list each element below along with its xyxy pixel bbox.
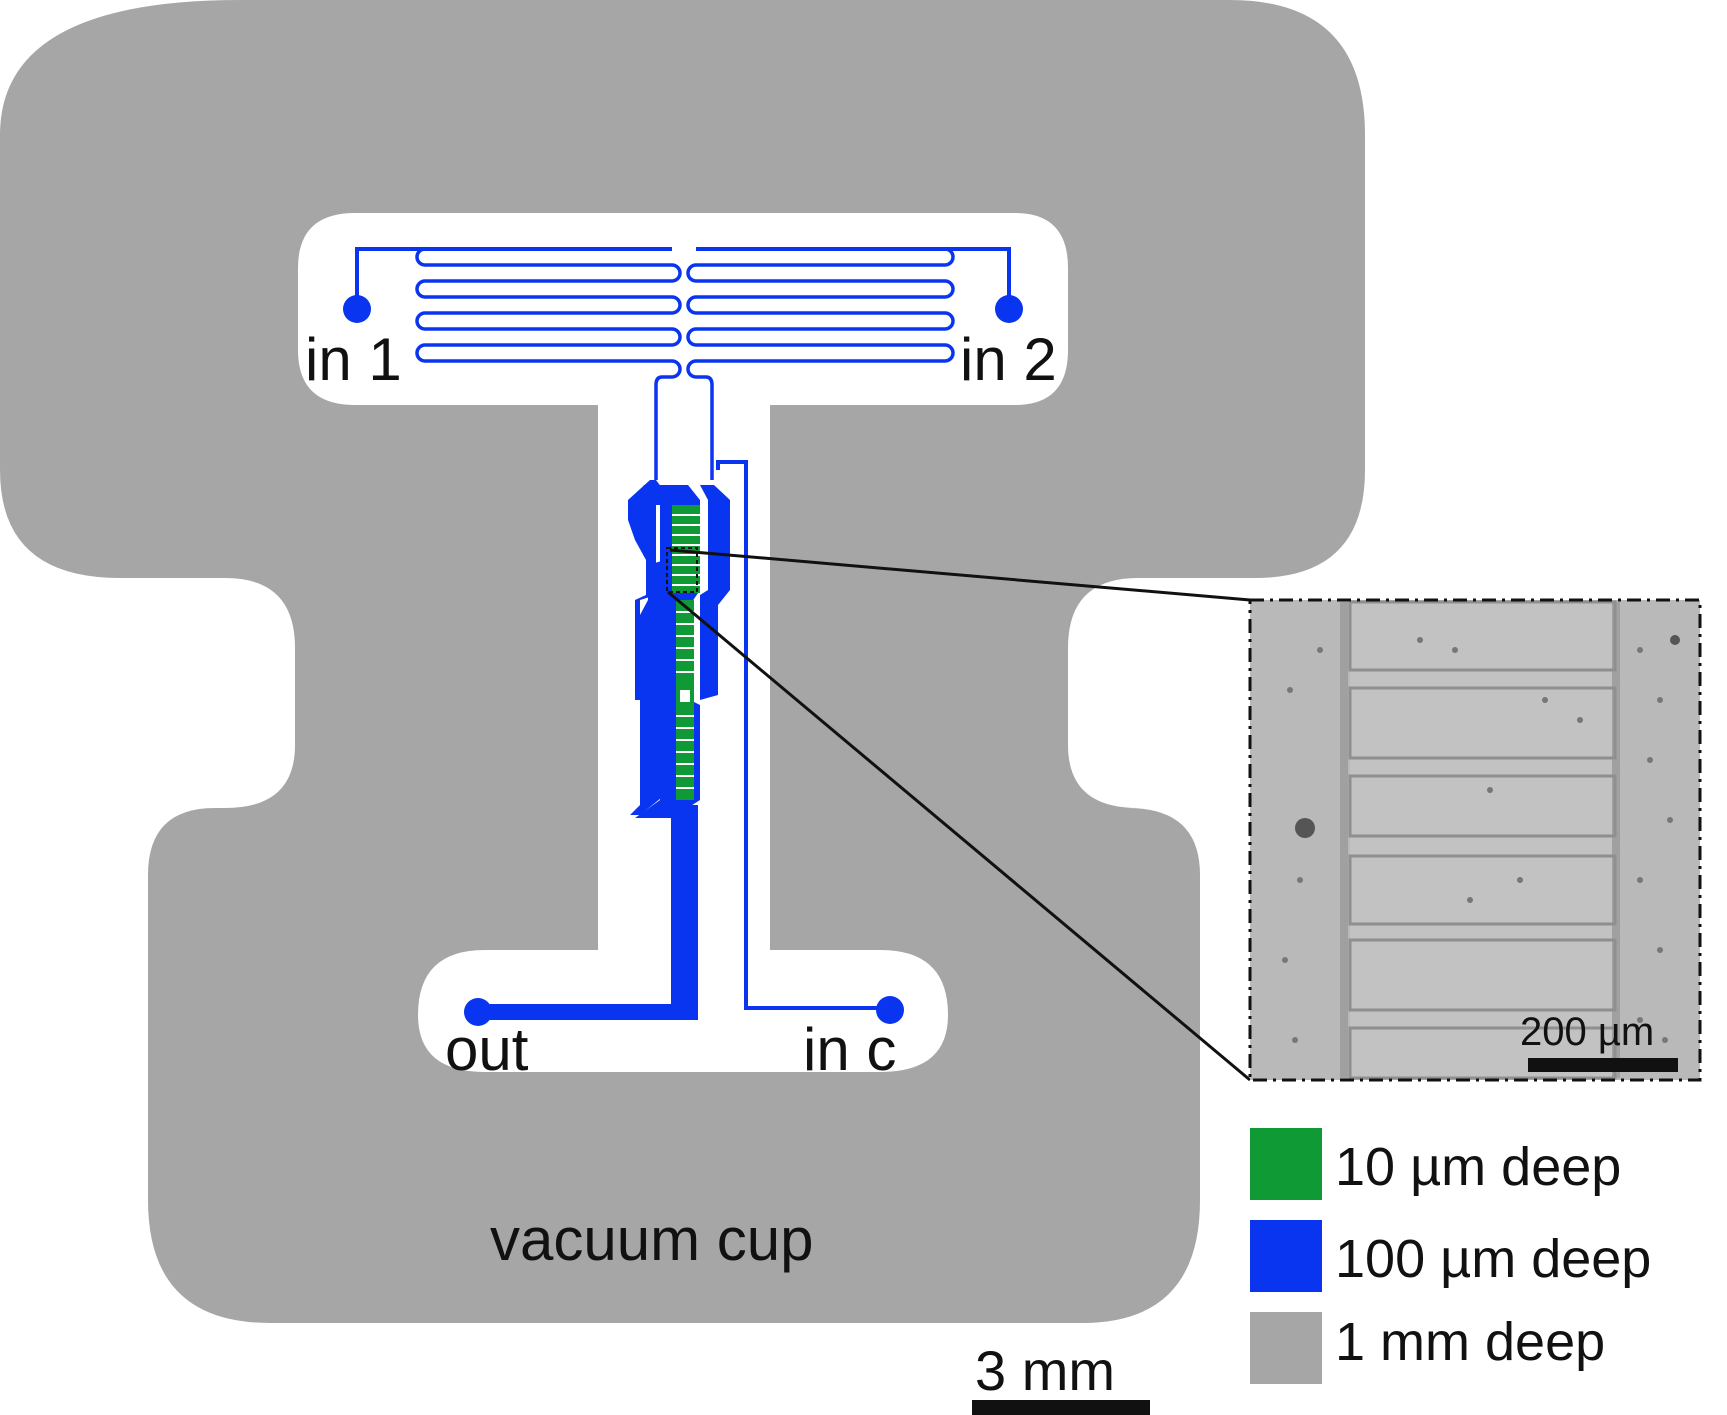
chip-scale-bar [972,1400,1150,1415]
right-wide-block [700,485,730,700]
micrograph-inset: 200 µm [1248,598,1702,1082]
outlet-branch [478,1004,698,1020]
ports [343,295,1023,1026]
control-line [716,460,890,1010]
inlet1-line [355,247,672,309]
right-serpentine [686,247,955,480]
chip-scale: 3 mm [972,1339,1150,1415]
port-inc [876,996,904,1024]
micrograph-border [1248,598,1702,1082]
lower-shallow-gap [680,690,690,702]
micrograph-scale-label: 200 µm [1520,1010,1654,1054]
micrograph-cells [1282,635,1680,1043]
legend-label-10um: 10 µm deep [1335,1137,1621,1197]
legend-swatch-100um [1250,1220,1322,1292]
vacuum-cup-label: vacuum cup [490,1206,814,1273]
zoom-connectors [667,548,1251,1082]
shallow-rungs [672,514,700,789]
left-serpentine [415,247,682,480]
micrograph-right-wall [1612,602,1620,1078]
port-out [464,998,492,1026]
micrograph-left-wall [1340,602,1348,1078]
label-in2: in 2 [960,326,1057,393]
legend-swatch-1mm [1250,1312,1322,1384]
outlet-trunk [671,805,698,1020]
shallow-channel-array [666,505,700,800]
label-out: out [445,1016,529,1083]
legend-label-100um: 100 µm deep [1335,1229,1651,1289]
port-in1 [343,295,371,323]
vacuum-cup-outline [0,0,1365,1323]
micrograph-scale-bar [1528,1058,1678,1072]
port-in2 [995,295,1023,323]
chip-scale-label: 3 mm [975,1339,1115,1402]
micrograph-rungs [1348,600,1617,1080]
inlet2-line [696,247,1011,309]
legend-swatch-10um [1250,1128,1322,1200]
micrograph-channel-band [1350,602,1615,1078]
vacuum-cup [0,0,1365,1323]
zoom-region-marker [666,547,698,593]
legend-label-1mm: 1 mm deep [1335,1312,1605,1372]
legend: 10 µm deep 100 µm deep 1 mm deep [1250,1128,1651,1384]
channel-network [355,247,1011,1020]
label-in1: in 1 [305,326,402,393]
label-inc: in c [803,1016,896,1083]
